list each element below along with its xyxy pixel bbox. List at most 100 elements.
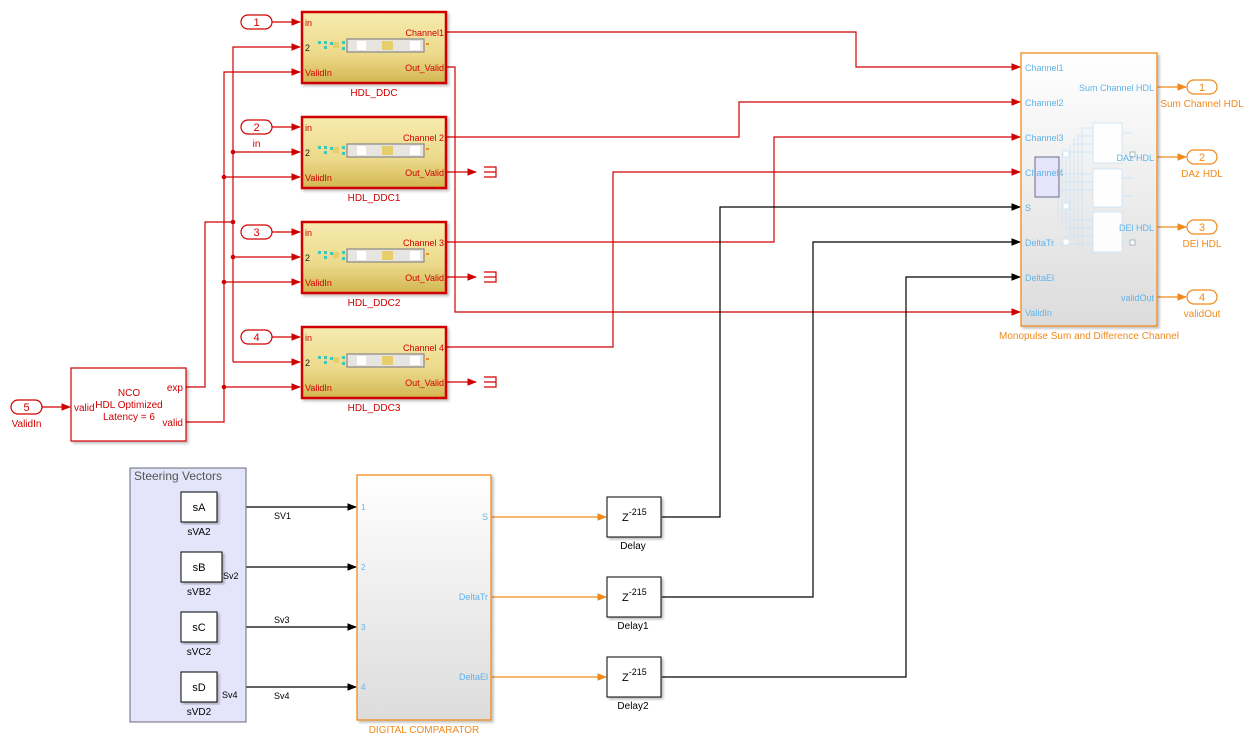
ddc-validin-port: ValidIn <box>305 383 332 393</box>
ddc-outvalid-port: Out_Valid <box>405 168 444 178</box>
monopulse-out-2: DEl HDL <box>1119 223 1154 233</box>
constant-value: sC <box>192 622 206 634</box>
ddc-port-2: 2 <box>305 253 310 263</box>
delay-exponent: -215 <box>629 667 647 677</box>
wire-out-valid[interactable] <box>447 66 1021 316</box>
terminator-3 <box>484 376 497 388</box>
constant-value: sA <box>193 502 207 514</box>
wire-channel4[interactable] <box>447 168 1021 348</box>
inport-5[interactable]: 5 ValidIn <box>10 399 43 430</box>
delay-transfer-function: Z-215 <box>622 667 647 684</box>
monopulse-in-channel2: Channel2 <box>1025 98 1064 108</box>
nco-block[interactable]: NCO HDL Optimized Latency = 6 valid exp … <box>70 367 187 442</box>
ddc-name: HDL_DDC3 <box>348 403 401 414</box>
wire-delay2-deltael[interactable] <box>662 273 1021 678</box>
constant-name: sVC2 <box>187 647 212 658</box>
monopulse-name: Monopulse Sum and Difference Channel <box>999 331 1179 342</box>
constant-block-sva2[interactable]: sA sVA2 <box>180 491 218 538</box>
nco-in-port: valid <box>74 403 95 414</box>
monopulse-in-channel4: Channel4 <box>1025 168 1064 178</box>
delay-exponent: -215 <box>629 587 647 597</box>
outport-number: 3 <box>1199 222 1205 234</box>
ddc-channel-port: Channel 3 <box>403 238 444 248</box>
preview-small-blocks <box>1062 150 1136 246</box>
red-signal-lines <box>42 18 1021 423</box>
nco-title: NCO <box>118 388 140 399</box>
comparator-out-deltatr: DeltaTr <box>459 592 488 602</box>
signal-label-sv2: Sv2 <box>223 571 239 581</box>
constant-block-svc2[interactable]: sC sVC2 <box>180 611 218 658</box>
constant-name: sVA2 <box>187 527 211 538</box>
outport-number: 2 <box>1199 152 1205 164</box>
wire-nco-valid[interactable] <box>186 68 301 423</box>
ddc-port-2: 2 <box>305 358 310 368</box>
digital-comparator-subsystem[interactable]: 1 2 3 4 S DeltaTr DeltaEl DIGITAL COMPAR… <box>356 474 492 736</box>
nco-latency: Latency = 6 <box>103 412 155 423</box>
ddc-validin-port: ValidIn <box>305 278 332 288</box>
wire-channel3[interactable] <box>447 133 1021 243</box>
comparator-out-deltael: DeltaEl <box>459 672 488 682</box>
ddc-port-2: 2 <box>305 43 310 53</box>
inport-3[interactable]: 3 <box>240 224 273 240</box>
comparator-in-1: 1 <box>361 503 366 512</box>
wire-delay1-deltatr[interactable] <box>662 238 1021 598</box>
inport-number: 1 <box>253 17 259 29</box>
ddc-name: HDL_DDC <box>350 88 397 99</box>
monopulse-in-channel3: Channel3 <box>1025 133 1064 143</box>
monopulse-subsystem[interactable]: Channel1Channel2Channel3Channel4SDeltaTr… <box>999 52 1179 342</box>
outport-label: Sum Channel HDL <box>1160 99 1244 110</box>
wire-exp-ddc[interactable] <box>232 43 301 362</box>
inport-label: in <box>253 139 261 150</box>
monopulse-in-channel1: Channel1 <box>1025 63 1064 73</box>
delay-base: Z <box>622 672 629 684</box>
monopulse-in-deltael: DeltaEl <box>1025 273 1054 283</box>
nco-exp-port: exp <box>167 383 184 394</box>
signal-label-sv4-near: Sv4 <box>222 690 238 700</box>
ddc-validin-port: ValidIn <box>305 173 332 183</box>
subsystem-preview <box>1057 122 1133 253</box>
comparator-in-3: 3 <box>361 623 366 632</box>
delay-base: Z <box>622 592 629 604</box>
inport-2[interactable]: 2 in <box>240 119 273 150</box>
signal-label-sv1: SV1 <box>274 511 291 521</box>
monopulse-in-deltatr: DeltaTr <box>1025 238 1054 248</box>
outport-label: DEl HDL <box>1183 239 1222 250</box>
monopulse-out-3: validOut <box>1121 293 1155 303</box>
outport-label: DAz HDL <box>1181 169 1223 180</box>
wire-nco-exp[interactable] <box>186 221 233 388</box>
terminator-2 <box>484 271 497 283</box>
monopulse-out-1: DAz HDL <box>1116 153 1154 163</box>
ddc-channel-port: Channel 2 <box>403 133 444 143</box>
terminators <box>484 166 497 388</box>
wire-channel1[interactable] <box>447 31 1021 71</box>
inport-4[interactable]: 4 <box>240 329 273 345</box>
ddc-in-port: in <box>305 123 312 133</box>
inport-1[interactable]: 1 <box>240 14 273 30</box>
ddc-preview-icon <box>318 143 429 158</box>
ddc-name: HDL_DDC2 <box>348 298 401 309</box>
constant-name: sVD2 <box>187 707 212 718</box>
wire-channel2[interactable] <box>447 98 1021 138</box>
wire-delay-s[interactable] <box>662 203 1021 518</box>
ddc-outvalid-port: Out_Valid <box>405 273 444 283</box>
terminator-1 <box>484 166 497 178</box>
delay-name: Delay <box>620 541 646 552</box>
delay-name: Delay1 <box>617 621 649 632</box>
orange-signal-lines <box>492 83 1187 681</box>
ddc-channel-port: Channel 4 <box>403 343 444 353</box>
